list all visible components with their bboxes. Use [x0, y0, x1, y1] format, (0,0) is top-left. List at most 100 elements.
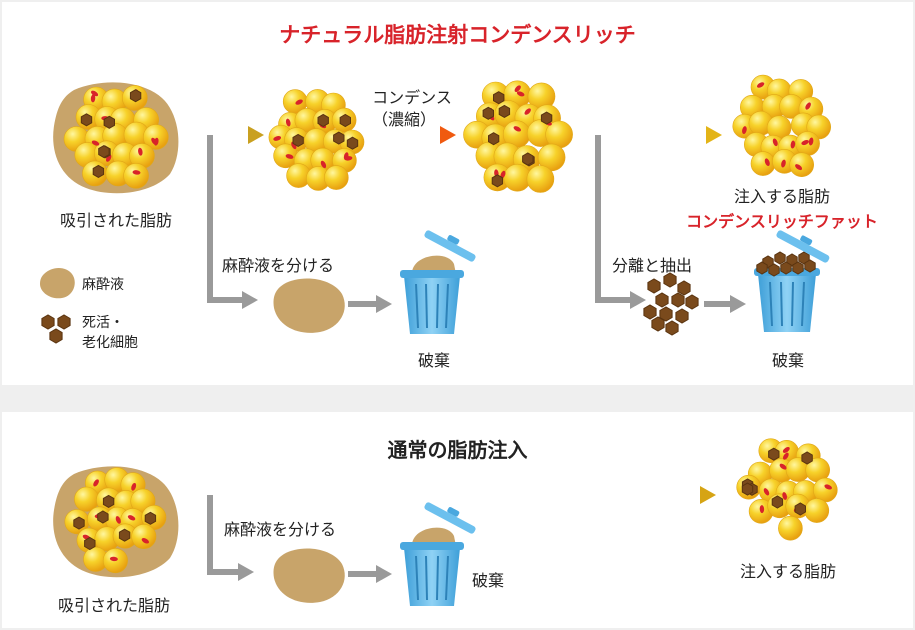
separate-anesthetic-label: 麻酔液を分ける — [222, 256, 335, 275]
dead-cell — [665, 320, 679, 336]
stem-cell-mark — [801, 140, 809, 146]
fat-cell — [778, 515, 803, 541]
stem-cell-mark — [795, 164, 803, 171]
arrow-cells-to-bin — [730, 295, 746, 313]
injected-fat-cluster-bottom — [736, 438, 838, 541]
dead-cell — [540, 111, 553, 125]
legend-dead-cells-swatch — [41, 314, 71, 344]
stem-cell-mark — [742, 126, 747, 135]
stem-cell-mark — [285, 154, 294, 159]
fat-cell — [804, 498, 830, 523]
stem-cell-mark — [343, 152, 349, 161]
dead-cell — [741, 482, 754, 496]
dead-cell — [774, 251, 786, 265]
dead-cell — [41, 314, 55, 330]
dead-cell — [129, 89, 142, 103]
dead-cell — [49, 328, 63, 344]
stem-cell-mark — [141, 538, 149, 544]
discard-label-1: 破棄 — [417, 351, 451, 370]
discard-bin-bottom — [400, 502, 476, 606]
dead-cell — [798, 251, 810, 265]
stem-cell-mark — [808, 137, 814, 146]
condense-rich-panel: ナチュラル脂肪注射コンデンスリッチ 吸引された脂肪 コンデンス （濃縮） 麻酔液… — [2, 2, 913, 385]
dead-cell — [804, 259, 816, 273]
condense-label: コンデンス — [372, 88, 452, 107]
stem-cell-mark — [115, 516, 121, 524]
condense-rich-flow-diagram — [40, 74, 832, 344]
dead-cell — [655, 292, 669, 308]
dead-cell — [482, 106, 494, 120]
dead-cell — [671, 292, 685, 308]
condense-rich-fat-label: コンデンスリッチファット — [686, 212, 878, 231]
dead-cell — [493, 91, 505, 105]
dead-cell — [643, 304, 657, 320]
legend-dead-cells-label-2: 老化細胞 — [82, 335, 138, 351]
stem-cell-mark — [779, 463, 787, 470]
dead-cell — [498, 104, 511, 118]
stem-cell-mark — [320, 160, 327, 169]
dead-cell — [84, 536, 96, 551]
discard-label-2: 破棄 — [771, 351, 805, 370]
arrow-to-anesthetic — [242, 291, 258, 309]
dead-cell — [768, 263, 780, 277]
extracted-dead-cells — [643, 272, 699, 336]
anesthetic-liquid — [273, 278, 345, 333]
dead-cell — [97, 510, 109, 524]
dead-cell — [756, 261, 768, 275]
stem-cell-mark — [93, 479, 99, 487]
stem-cell-mark — [782, 492, 787, 500]
dead-cell — [73, 516, 85, 530]
stem-cell-mark — [524, 108, 531, 115]
stem-cell-mark — [109, 556, 118, 562]
dead-cell — [118, 528, 131, 542]
dead-cell — [488, 132, 500, 146]
discard-bin-dead-cells — [754, 230, 830, 332]
stem-cell-mark — [91, 140, 100, 146]
stem-cell-mark — [500, 170, 506, 179]
discard-bin-anesthetic — [400, 230, 476, 334]
anesthetic-liquid-bottom — [273, 548, 345, 603]
arrow-anesthetic-to-bin — [376, 295, 392, 313]
suctioned-fat-cluster — [63, 85, 169, 189]
dead-cell — [792, 261, 804, 275]
stem-cell-mark — [824, 484, 832, 490]
standard-fat-injection-title: 通常の脂肪注入 — [387, 438, 528, 462]
suctioned-fat-label-bottom: 吸引された脂肪 — [57, 596, 171, 615]
fat-cell — [143, 124, 169, 150]
condense-sub-label: （濃縮） — [371, 110, 437, 129]
dead-cell — [801, 451, 813, 465]
stem-cell-mark — [759, 505, 765, 514]
fat-cell — [323, 165, 349, 190]
dead-cell — [651, 316, 665, 332]
stem-cell-mark — [763, 488, 770, 496]
dead-cell — [675, 308, 689, 324]
dead-cell — [333, 131, 345, 145]
discard-label-bottom: 破棄 — [472, 571, 505, 590]
dead-cell — [786, 253, 798, 267]
stem-cell-mark — [132, 170, 141, 175]
fat-cell — [131, 524, 157, 550]
stem-cell-mark — [772, 138, 778, 147]
standard-flow-diagram — [53, 438, 838, 606]
dead-cell — [491, 174, 504, 188]
arrow-to-separated-fat — [248, 126, 264, 144]
arrow-to-injected-fat-bottom — [700, 486, 716, 504]
dead-cell — [780, 261, 792, 275]
standard-fat-injection-panel: 通常の脂肪注入 吸引された脂肪 麻酔液を分ける 破棄 注入する脂肪 — [2, 412, 913, 628]
dead-cell — [346, 136, 359, 150]
suctioned-fat-label: 吸引された脂肪 — [59, 211, 173, 230]
dead-cell — [771, 495, 784, 509]
dead-cell — [677, 280, 691, 296]
stem-cell-mark — [782, 446, 790, 453]
dead-cell — [92, 164, 105, 178]
dead-cell — [663, 272, 677, 288]
suctioned-fat-cluster-bottom — [64, 467, 167, 574]
stem-cell-mark — [756, 82, 765, 88]
condense-rich-fat-cluster — [732, 74, 832, 177]
dead-cell — [794, 502, 806, 516]
arrow-to-anesthetic-bottom — [238, 563, 254, 581]
fat-cell — [789, 152, 815, 177]
injected-fat-label: 注入する脂肪 — [733, 187, 831, 206]
dead-cell — [80, 113, 93, 127]
injected-fat-label-bottom: 注入する脂肪 — [739, 562, 837, 581]
